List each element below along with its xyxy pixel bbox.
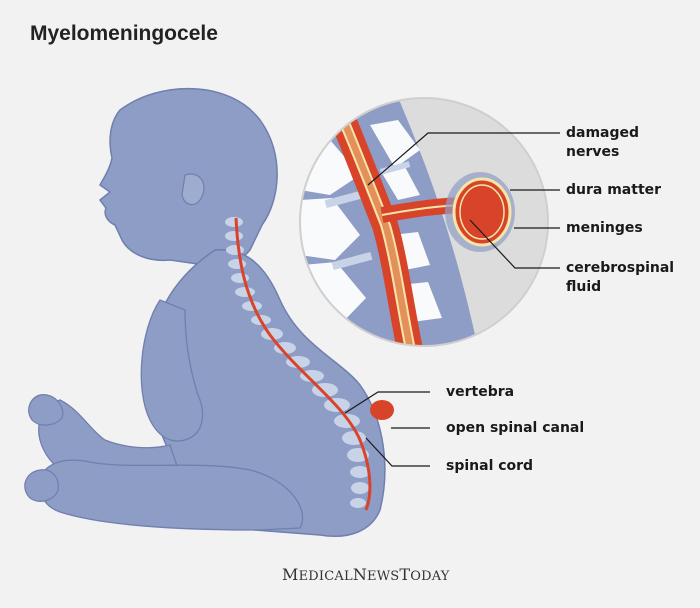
magnified-callout [299, 97, 549, 347]
label-vertebra: vertebra [446, 384, 515, 400]
label-spinal-cord: spinal cord [446, 458, 534, 474]
label-damaged-nerves-line2: nerves [566, 144, 620, 160]
baby-ear [181, 173, 205, 206]
label-damaged-nerves-line1: damaged [566, 125, 640, 141]
baby-leg-front [39, 459, 304, 531]
label-csf-line2: fluid [566, 279, 602, 295]
baby-arm [140, 299, 204, 442]
label-csf-line1: cerebrospinal [566, 260, 675, 276]
label-cerebrospinal-fluid: cerebrospinal fluid [566, 259, 674, 297]
label-meninges: meninges [566, 220, 643, 236]
label-dura-matter: dura matter [566, 182, 662, 198]
lesion-sac [370, 400, 394, 420]
brand-logo: MEDICALNEWSTODAY [282, 565, 450, 584]
baby-foot-left [28, 394, 64, 426]
label-damaged-nerves: damaged nerves [566, 124, 639, 162]
leader-lines [344, 132, 560, 467]
label-open-spinal-canal: open spinal canal [446, 420, 585, 436]
baby-foot-right [24, 469, 59, 502]
spinal-cord [234, 217, 372, 511]
page-title: Myelomeningocele [30, 22, 218, 45]
